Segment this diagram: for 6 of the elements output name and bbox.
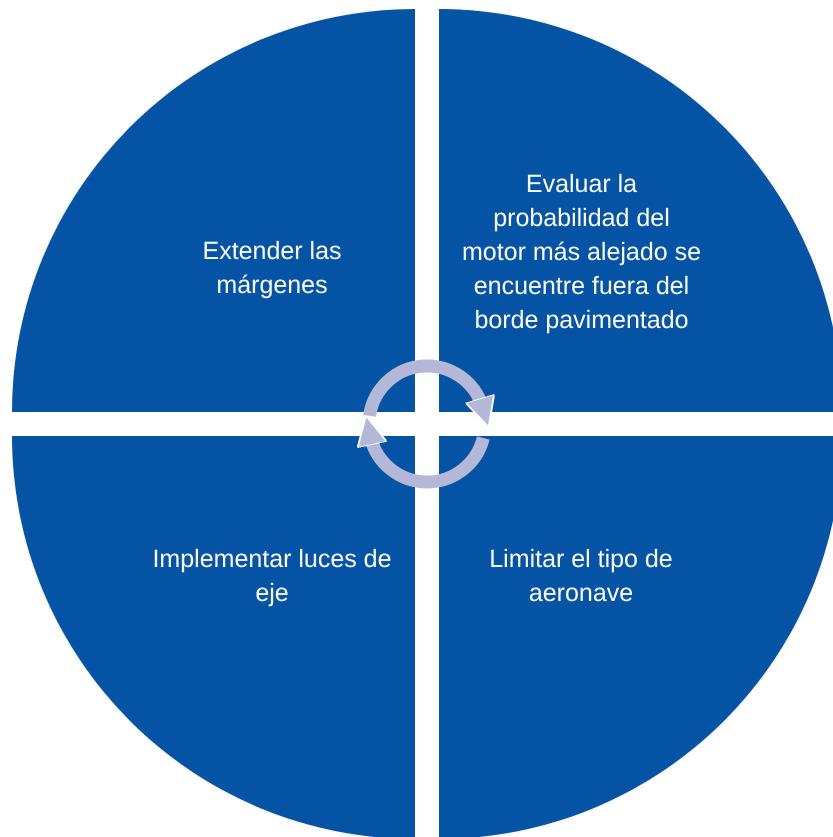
quadrant-text: Evaluar la probabilidad del motor más alejado se encuentre fuera del borde pavimentado: [460, 169, 702, 336]
quadrant-text: Implementar luces de eje: [152, 544, 392, 609]
quadrant-text: Limitar el tipo de aeronave: [488, 544, 674, 609]
quadrant-text: Extender las márgenes: [202, 236, 342, 301]
cycle-arrow: [357, 414, 490, 488]
cycle-arrow: [363, 360, 494, 428]
